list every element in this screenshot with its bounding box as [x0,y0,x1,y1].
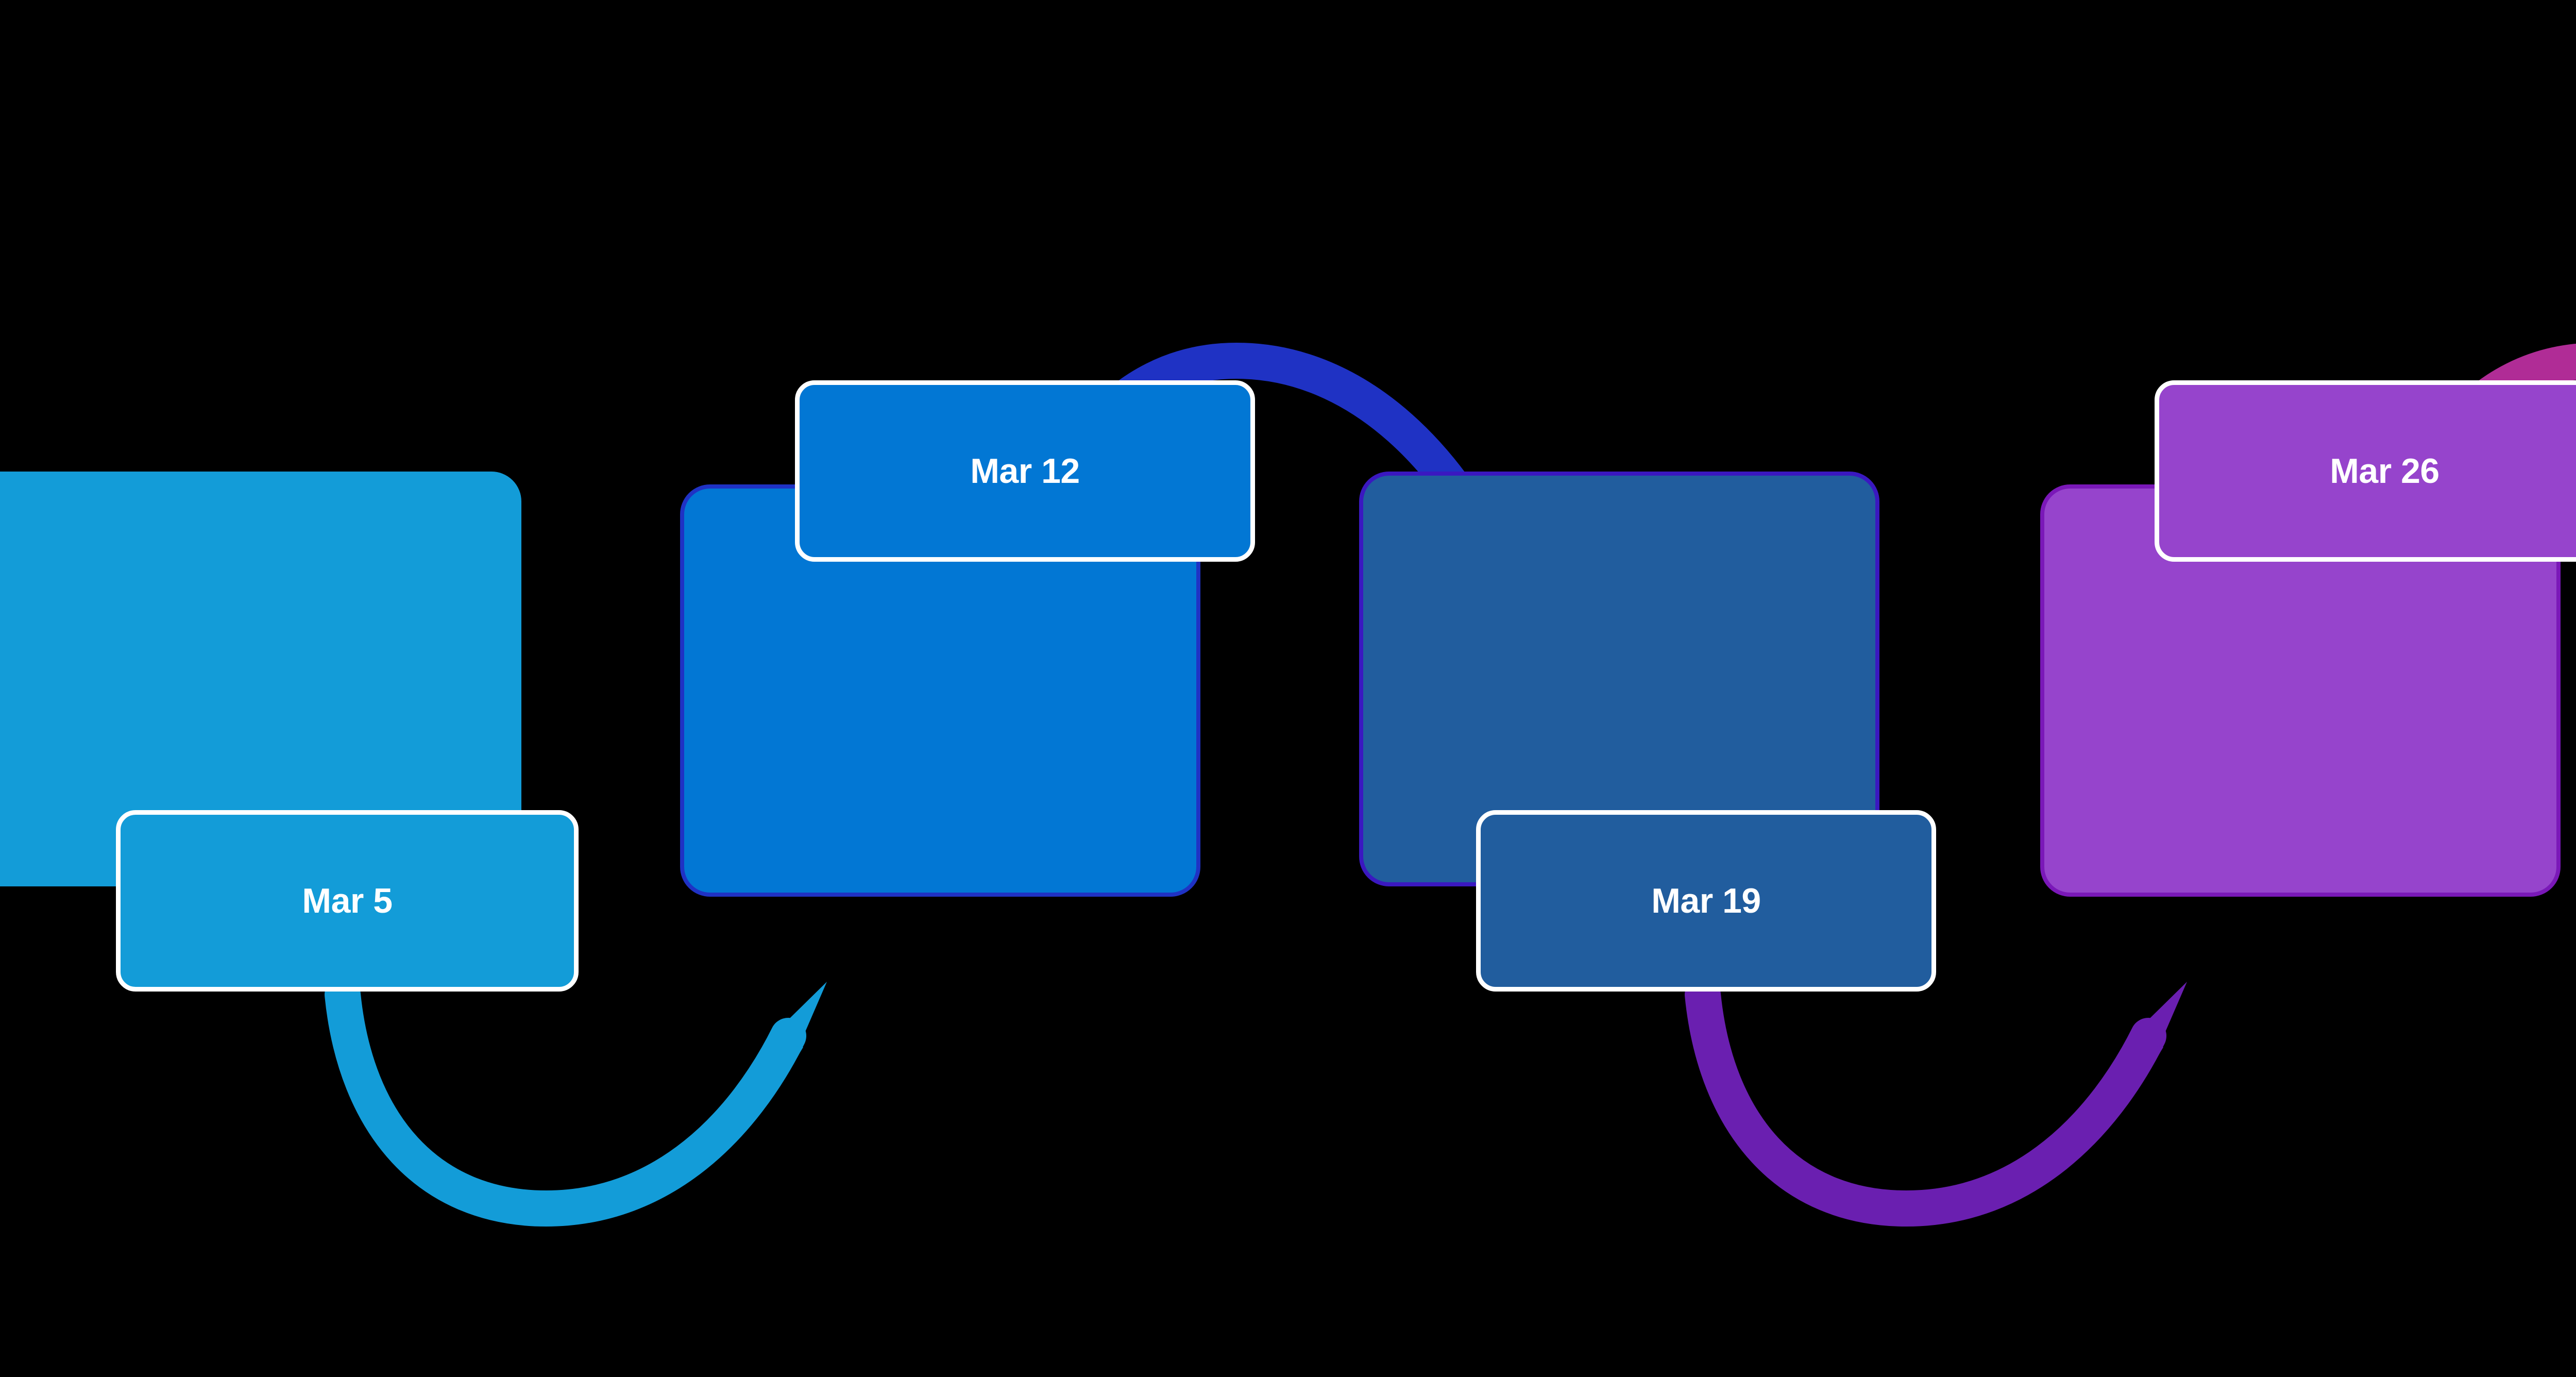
step-date-label-1: Mar 5 [302,881,393,920]
step-date-badge-1[interactable]: Mar 5 [116,810,579,992]
connector-arrow-1 [325,977,827,1227]
connector-arrow-3 [1685,977,2187,1227]
step-date-label-2: Mar 12 [970,451,1080,491]
step-date-label-4: Mar 26 [2330,451,2439,491]
step-date-badge-4[interactable]: Mar 26 [2155,380,2576,562]
step-date-badge-3[interactable]: Mar 19 [1476,810,1936,992]
step-date-badge-2[interactable]: Mar 12 [795,380,1255,562]
step-date-label-3: Mar 19 [1651,881,1761,920]
